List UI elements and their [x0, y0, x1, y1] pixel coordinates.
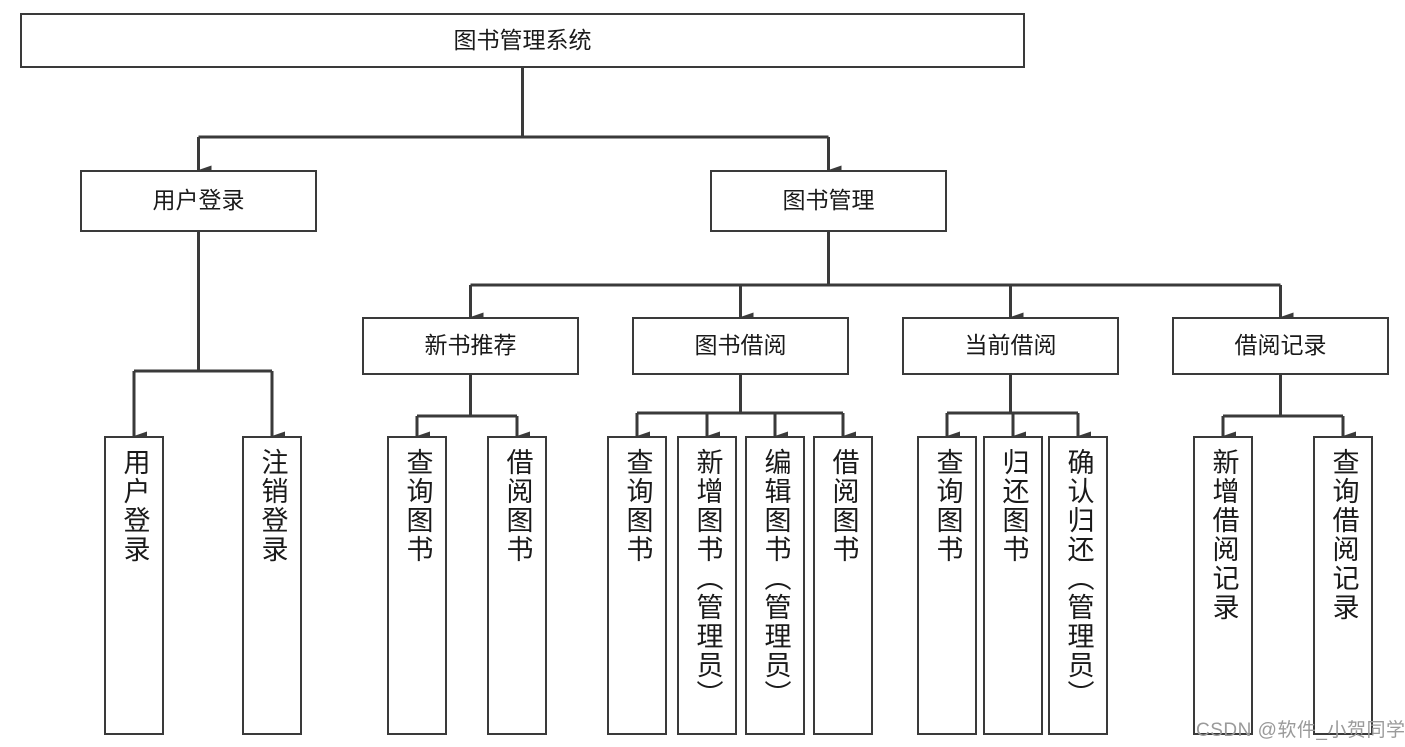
node-l3-newbook: 新书推荐: [362, 317, 579, 375]
node-leaf-cur-return: 归还图书: [983, 436, 1043, 735]
node-leaf-bb-query: 查询图书: [607, 436, 667, 735]
node-l3-record: 借阅记录: [1172, 317, 1389, 375]
node-label: 查询借阅记录: [1328, 448, 1359, 622]
node-leaf-bb-borrow: 借阅图书: [813, 436, 873, 735]
node-root: 图书管理系统: [20, 13, 1025, 68]
node-l3-current: 当前借阅: [902, 317, 1119, 375]
node-label: 图书管理系统: [453, 26, 592, 53]
node-leaf-bb-edit: 编辑图书（管理员）: [745, 436, 805, 735]
node-label: 用户登录: [119, 448, 150, 564]
node-l2-user: 用户登录: [80, 170, 317, 232]
node-leaf-new-borrow: 借阅图书: [487, 436, 547, 735]
node-label: 借阅图书: [828, 448, 859, 564]
node-leaf-rec-add: 新增借阅记录: [1193, 436, 1253, 735]
node-label: 归还图书: [998, 448, 1029, 564]
node-label: 用户登录: [152, 187, 245, 214]
node-l2-book: 图书管理: [710, 170, 947, 232]
node-label: 图书借阅: [694, 332, 787, 359]
node-leaf-cur-confirm: 确认归还（管理员）: [1048, 436, 1108, 735]
node-leaf-user-logout: 注销登录: [242, 436, 302, 735]
node-label: 当前借阅: [964, 332, 1057, 359]
node-leaf-rec-query: 查询借阅记录: [1313, 436, 1373, 735]
node-label: 图书管理: [782, 187, 875, 214]
node-label: 查询图书: [622, 448, 653, 564]
node-label: 新增图书（管理员）: [692, 448, 723, 709]
csdn-watermark: CSDN @软件_小贺同学: [1196, 720, 1405, 741]
node-label: 借阅图书: [502, 448, 533, 564]
node-label: 新书推荐: [424, 332, 517, 359]
node-leaf-new-query: 查询图书: [387, 436, 447, 735]
node-label: 借阅记录: [1234, 332, 1327, 359]
node-label: 编辑图书（管理员）: [760, 448, 791, 709]
node-label: 查询图书: [402, 448, 433, 564]
node-label: 新增借阅记录: [1208, 448, 1239, 622]
node-label: 确认归还（管理员）: [1063, 448, 1094, 709]
node-label: 查询图书: [932, 448, 963, 564]
node-leaf-cur-query: 查询图书: [917, 436, 977, 735]
node-leaf-user-login: 用户登录: [104, 436, 164, 735]
node-label: 注销登录: [257, 448, 288, 564]
node-l3-borrow: 图书借阅: [632, 317, 849, 375]
node-leaf-bb-add: 新增图书（管理员）: [677, 436, 737, 735]
